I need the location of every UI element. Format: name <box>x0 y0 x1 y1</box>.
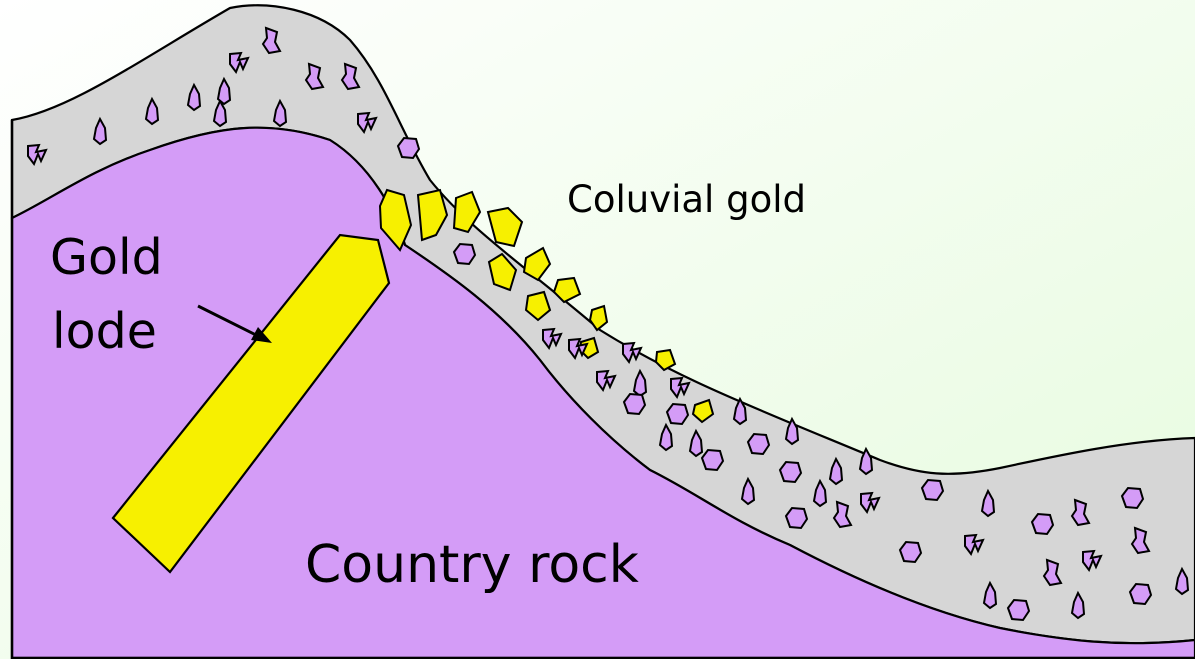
rock-fragment-icon <box>1032 514 1053 534</box>
rock-fragment-icon <box>1130 584 1151 604</box>
rock-fragment-icon <box>667 404 688 424</box>
rock-fragment-icon <box>1122 488 1143 508</box>
coluvial-gold-label: Coluvial gold <box>567 181 806 220</box>
rock-fragment-icon <box>624 394 645 414</box>
rock-fragment-icon <box>398 138 419 158</box>
rock-fragment-icon <box>922 480 943 500</box>
rock-fragment-icon <box>900 542 921 562</box>
rock-fragment-icon <box>454 244 475 264</box>
gold-lode-label-line1: Gold <box>50 232 163 283</box>
rock-fragment-icon <box>780 462 801 482</box>
rock-fragment-icon <box>702 450 723 470</box>
rock-fragment-icon <box>786 508 807 528</box>
rock-fragment-icon <box>748 434 769 454</box>
gold-lode-label-line2: lode <box>52 306 157 357</box>
rock-fragment-icon <box>1008 600 1029 620</box>
country-rock-label: Country rock <box>305 538 639 593</box>
